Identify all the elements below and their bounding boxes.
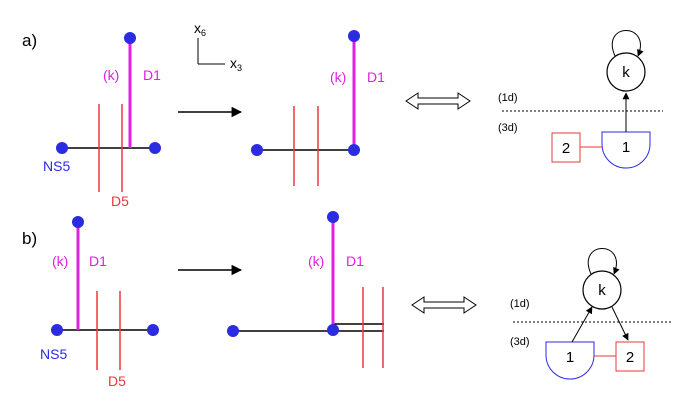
ns5-node	[251, 144, 263, 156]
d1-end-node	[348, 30, 360, 42]
quiver-node-k-label: k	[622, 64, 630, 81]
d1-end-node	[124, 32, 136, 44]
self-loop-arrow	[587, 248, 620, 275]
panel-a-middle-config: (k) D1	[251, 30, 385, 186]
quiver-node-k	[606, 52, 646, 92]
quiver-node-1	[545, 341, 595, 380]
ns5-label: NS5	[40, 346, 67, 362]
ns5-node	[149, 142, 161, 154]
ns5-node	[227, 325, 239, 337]
dimension-label-lower: (3d)	[510, 336, 530, 348]
d1-end-node	[72, 216, 84, 228]
equivalence-double-arrow	[405, 92, 471, 110]
panel-a-quiver: (1d) (3d) k 1 2	[498, 30, 663, 169]
d1-label: D1	[89, 253, 107, 269]
axis-horizontal-label: x3	[230, 55, 242, 73]
panel-a-left-config: (k) D1 NS5 D5	[43, 32, 161, 209]
ns5-node	[51, 324, 63, 336]
d1-label: D1	[367, 69, 385, 85]
d1-end-node	[327, 211, 339, 223]
dimension-label-upper: (1d)	[510, 298, 530, 310]
ns5-label: NS5	[43, 158, 70, 174]
quiver-node-k-label: k	[598, 282, 606, 299]
quiver-node-2	[551, 132, 581, 163]
d1-label: D1	[346, 253, 364, 269]
self-loop-arrow	[611, 30, 644, 57]
ns5-node	[56, 142, 68, 154]
dimension-label-lower: (3d)	[498, 122, 518, 134]
ns5-node	[327, 324, 339, 336]
quiver-arrow-1-to-k	[571, 306, 593, 343]
d1-label: D1	[143, 67, 161, 83]
ns5-node	[147, 324, 159, 336]
quiver-node-1-label: 1	[566, 349, 574, 366]
axes-indicator: x6 x3	[194, 20, 242, 73]
d1-number-label: (k)	[308, 253, 324, 269]
d5-label: D5	[111, 193, 129, 209]
quiver-node-1-label: 1	[622, 139, 630, 156]
panel-b-tag: b)	[22, 229, 37, 248]
panel-b-left-config: (k) D1 NS5 D5	[40, 216, 159, 389]
d1-number-label: (k)	[330, 69, 346, 85]
d1-number-label: (k)	[52, 253, 68, 269]
panel-b-middle-config: (k) D1	[227, 211, 384, 368]
panel-b-quiver: (1d) (3d) k 1 2	[510, 248, 673, 380]
ns5-node	[348, 144, 360, 156]
panel-a: a) (k) D1 NS5 D5 (k) D1	[22, 30, 663, 209]
quiver-arrow-k-to-2	[611, 306, 629, 341]
quiver-node-2-label: 2	[626, 349, 634, 366]
d1-number-label: (k)	[103, 67, 119, 83]
d5-label: D5	[108, 373, 126, 389]
axis-vertical-label: x6	[194, 20, 206, 38]
equivalence-double-arrow	[411, 296, 477, 314]
panel-a-tag: a)	[22, 31, 37, 50]
quiver-node-2-label: 2	[562, 140, 570, 157]
panel-b: b) (k) D1 NS5 D5 (k) D1	[22, 211, 673, 389]
quiver-node-k	[582, 270, 622, 310]
dimension-label-upper: (1d)	[498, 92, 518, 104]
quiver-node-1	[601, 131, 651, 169]
